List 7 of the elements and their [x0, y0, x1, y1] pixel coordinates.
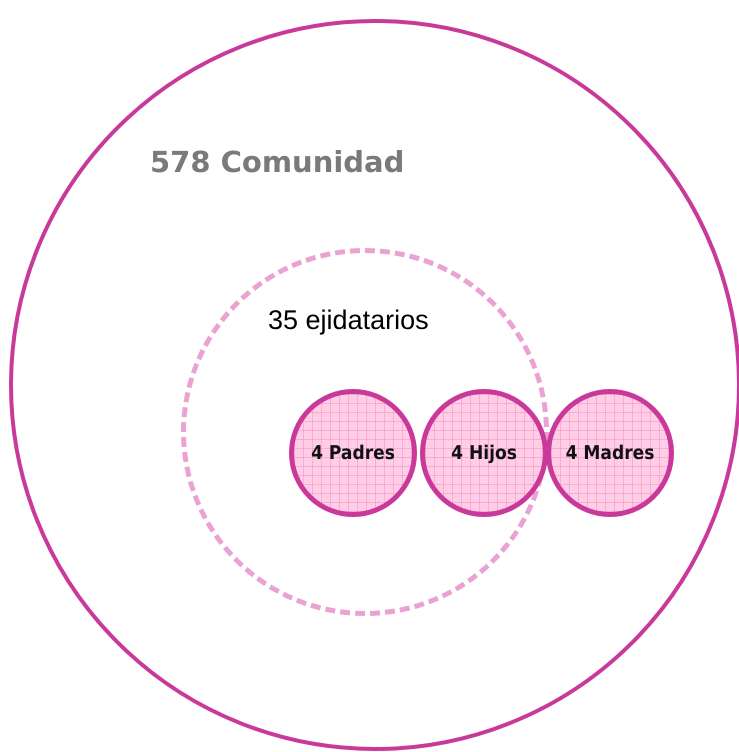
ejidatarios-circle	[181, 248, 549, 616]
node-label: 4 Hijos	[450, 442, 518, 464]
node-label: 4 Madres	[564, 442, 656, 464]
node-label: 578 Comunidad	[150, 145, 404, 179]
community-circle	[9, 19, 739, 751]
node-label: 4 Padres	[310, 442, 396, 464]
node-label: 35 ejidatarios	[268, 305, 429, 336]
